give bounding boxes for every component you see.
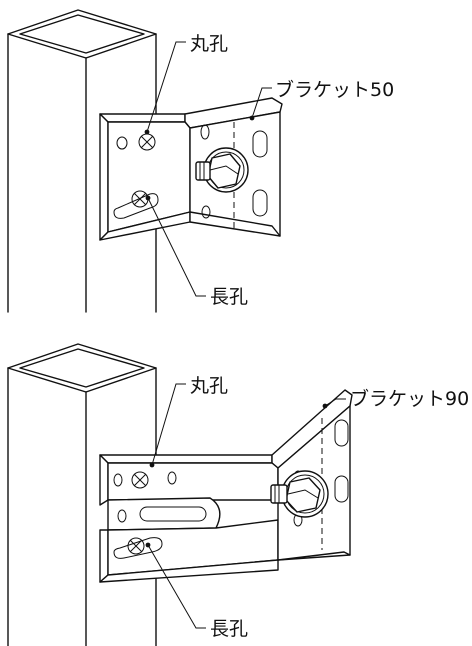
round-hole-label: 丸孔 xyxy=(190,33,228,55)
figure-bracket-90: 丸孔 ブラケット90 長孔 xyxy=(7,343,469,646)
bracket-label: ブラケット90 xyxy=(350,387,469,410)
round-hole-label: 丸孔 xyxy=(190,375,228,397)
post xyxy=(7,343,157,646)
bracket-label: ブラケット50 xyxy=(275,78,394,101)
slot-hole-label: 長孔 xyxy=(210,286,248,308)
bracket xyxy=(99,97,283,241)
figure-bracket-50: 丸孔 ブラケット50 長孔 xyxy=(7,9,394,313)
slot-hole-label: 長孔 xyxy=(210,618,248,640)
bracket xyxy=(99,389,353,583)
bolt-assembly xyxy=(270,470,329,518)
bolt-assembly xyxy=(195,147,249,193)
